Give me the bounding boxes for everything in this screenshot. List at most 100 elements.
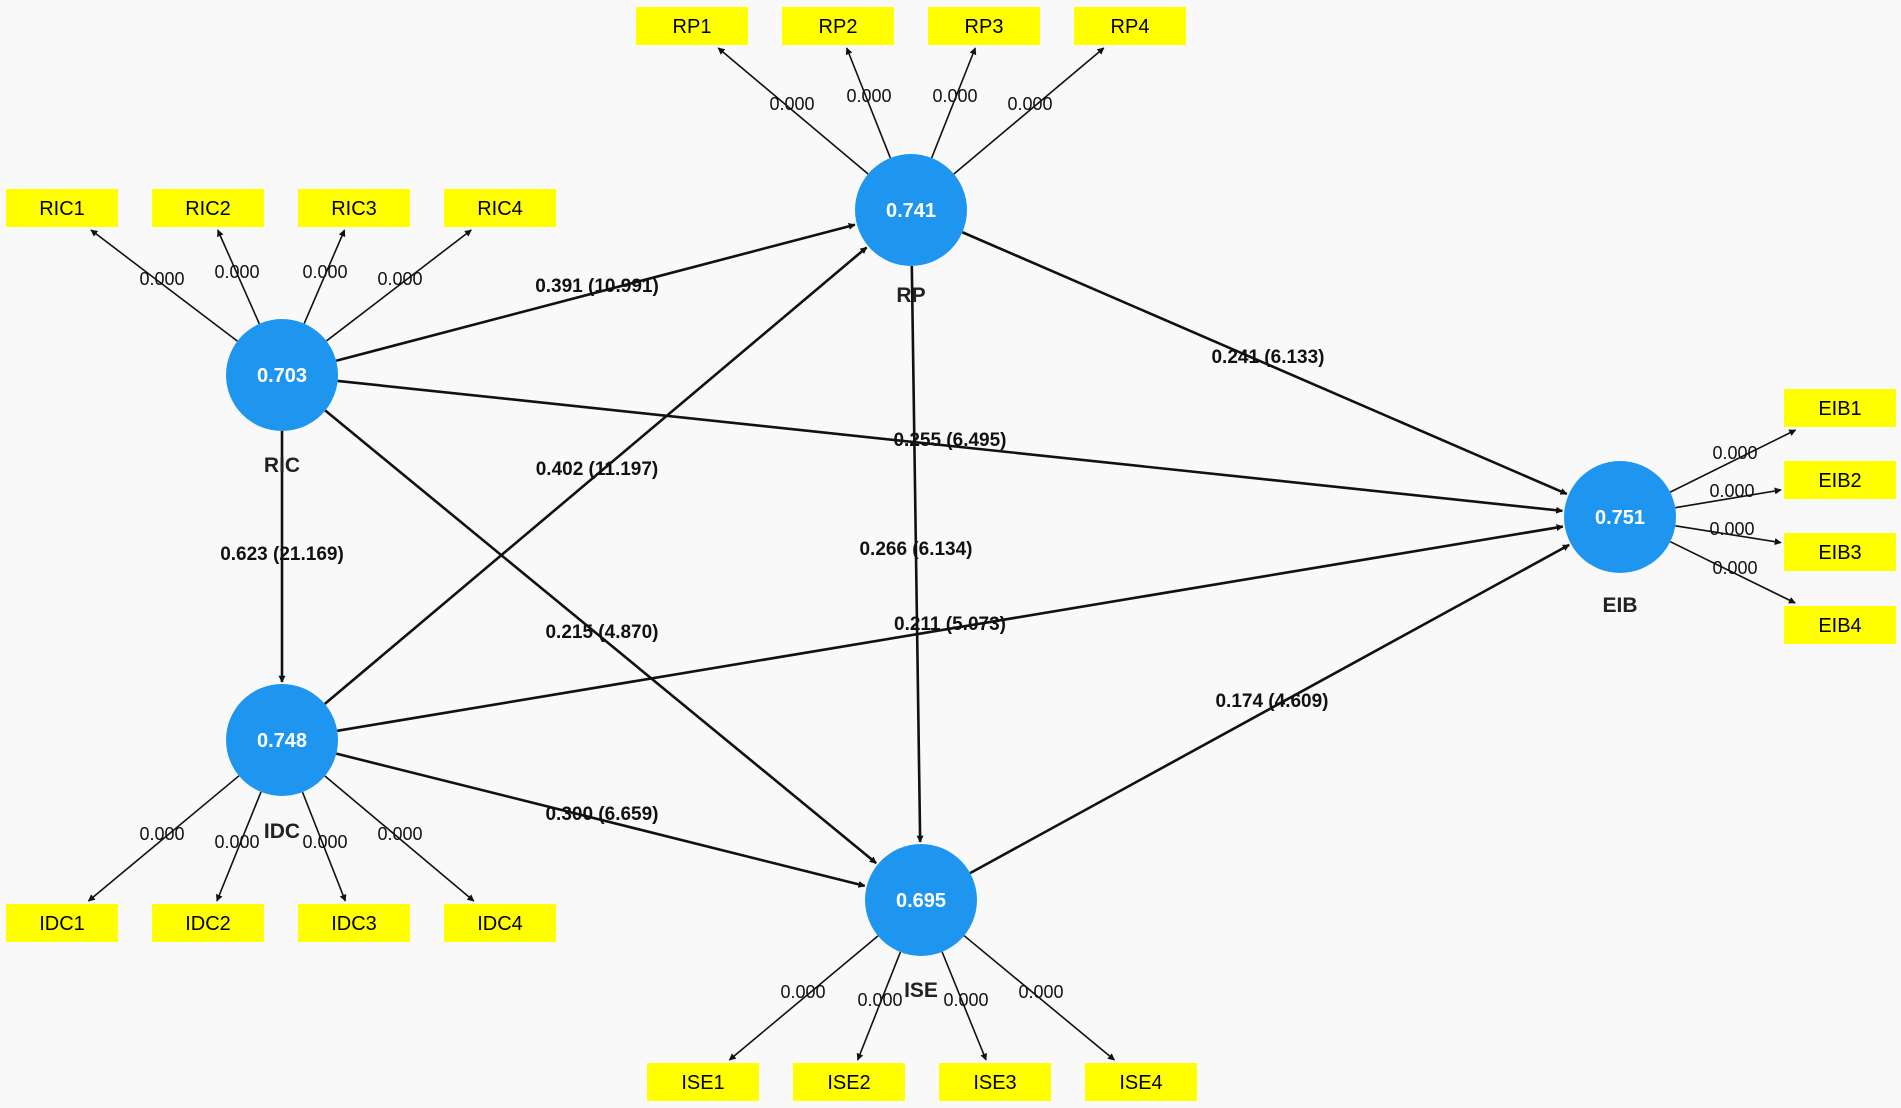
indicator-label: EIB4 — [1818, 615, 1861, 637]
construct-node-ric[interactable]: 0.703 — [226, 319, 338, 431]
loading-value: 0.000 — [1709, 481, 1754, 501]
indicator-label: IDC1 — [39, 913, 85, 935]
indicator-box-rp2[interactable]: RP2 — [782, 7, 894, 45]
indicator-label: RP1 — [673, 16, 712, 38]
indicator-rect — [1074, 7, 1186, 45]
loading-value: 0.000 — [302, 832, 347, 852]
indicator-rect — [6, 189, 118, 227]
path-arrow-rp-eib[interactable] — [961, 231, 1568, 496]
construct-r-squared: 0.751 — [1595, 507, 1645, 529]
path-arrow-ric-eib[interactable] — [337, 379, 1564, 514]
construct-node-eib[interactable]: 0.751 — [1564, 461, 1676, 573]
construct-name: RIC — [264, 454, 300, 477]
indicator-rect — [298, 189, 410, 227]
loading-value: 0.000 — [1712, 443, 1757, 463]
path-coefficient-label: 0.211 (5.073) — [894, 614, 1006, 635]
indicator-rect — [6, 904, 118, 942]
construct-name: ISE — [904, 979, 938, 1002]
loading-value: 0.000 — [1018, 982, 1063, 1002]
loading-arrow — [1675, 487, 1782, 509]
path-arrow-rp-ise[interactable] — [910, 265, 924, 843]
indicator-rect — [444, 904, 556, 942]
loading-value: 0.000 — [139, 824, 184, 844]
indicator-box-rp1[interactable]: RP1 — [636, 7, 748, 45]
construct-circle — [855, 154, 967, 266]
construct-circle — [1564, 461, 1676, 573]
indicator-label: RIC2 — [185, 198, 231, 220]
path-arrow-idc-rp[interactable] — [323, 246, 868, 705]
path-arrow-ric-rp[interactable] — [335, 222, 856, 363]
loading-arrow — [1669, 429, 1797, 493]
construct-node-idc[interactable]: 0.748 — [226, 684, 338, 796]
loading-value: 0.000 — [846, 86, 891, 106]
indicator-box-idc2[interactable]: IDC2 — [152, 904, 264, 942]
indicator-label: ISE4 — [1119, 1072, 1162, 1094]
indicator-label: RIC3 — [331, 198, 377, 220]
path-coefficient-label: 0.300 (6.659) — [545, 804, 658, 825]
indicator-box-ise2[interactable]: ISE2 — [793, 1063, 905, 1101]
indicator-box-ise3[interactable]: ISE3 — [939, 1063, 1051, 1101]
loading-arrow — [325, 229, 472, 342]
path-arrow-ric-ise[interactable] — [324, 409, 878, 865]
indicator-rect — [647, 1063, 759, 1101]
indicator-label: ISE1 — [681, 1072, 724, 1094]
loading-value: 0.000 — [139, 269, 184, 289]
loading-value: 0.000 — [857, 990, 902, 1010]
path-coefficient-label: 0.174 (4.609) — [1215, 691, 1328, 712]
indicator-box-ric2[interactable]: RIC2 — [152, 189, 264, 227]
indicator-label: RIC4 — [477, 198, 523, 220]
indicator-box-idc4[interactable]: IDC4 — [444, 904, 556, 942]
path-arrow-ise-eib[interactable] — [969, 543, 1570, 875]
loading-arrow — [87, 775, 240, 902]
indicator-label: RP4 — [1111, 16, 1150, 38]
loading-arrow — [324, 775, 475, 902]
construct-circle — [865, 844, 977, 956]
indicator-box-ise4[interactable]: ISE4 — [1085, 1063, 1197, 1101]
construct-circle — [226, 319, 338, 431]
indicator-box-idc1[interactable]: IDC1 — [6, 904, 118, 942]
indicator-box-rp3[interactable]: RP3 — [928, 7, 1040, 45]
indicator-box-ric1[interactable]: RIC1 — [6, 189, 118, 227]
construct-node-rp[interactable]: 0.741 — [855, 154, 967, 266]
indicator-box-eib1[interactable]: EIB1 — [1784, 389, 1896, 427]
indicator-label: IDC4 — [477, 913, 523, 935]
indicator-label: IDC3 — [331, 913, 377, 935]
path-coefficient-label: 0.391 (10.991) — [535, 276, 659, 297]
indicator-label: EIB3 — [1818, 542, 1861, 564]
indicator-box-ise1[interactable]: ISE1 — [647, 1063, 759, 1101]
indicator-label: RP3 — [965, 16, 1004, 38]
indicator-box-ric4[interactable]: RIC4 — [444, 189, 556, 227]
construct-name: EIB — [1602, 594, 1637, 617]
construct-r-squared: 0.741 — [886, 200, 936, 222]
indicator-box-idc3[interactable]: IDC3 — [298, 904, 410, 942]
indicator-rect — [444, 189, 556, 227]
indicator-box-eib4[interactable]: EIB4 — [1784, 606, 1896, 644]
loading-value: 0.000 — [943, 990, 988, 1010]
path-coefficient-label: 0.241 (6.133) — [1211, 347, 1324, 368]
indicator-label: IDC2 — [185, 913, 231, 935]
loading-arrow — [930, 47, 977, 159]
indicator-rect — [1784, 389, 1896, 427]
construct-name: RP — [896, 284, 925, 307]
indicator-rect — [1085, 1063, 1197, 1101]
loading-arrow — [90, 229, 238, 342]
path-coefficient-label: 0.402 (11.197) — [536, 459, 659, 480]
loading-value: 0.000 — [1709, 519, 1754, 539]
loading-value: 0.000 — [377, 824, 422, 844]
indicator-box-rp4[interactable]: RP4 — [1074, 7, 1186, 45]
loading-arrow — [717, 47, 869, 175]
indicator-box-ric3[interactable]: RIC3 — [298, 189, 410, 227]
loading-arrow — [856, 951, 902, 1061]
indicator-box-eib3[interactable]: EIB3 — [1784, 533, 1896, 571]
construct-node-ise[interactable]: 0.695 — [865, 844, 977, 956]
indicator-label: RIC1 — [39, 198, 85, 220]
indicator-box-eib2[interactable]: EIB2 — [1784, 461, 1896, 499]
loading-arrow — [953, 47, 1105, 175]
loading-value: 0.000 — [932, 86, 977, 106]
indicator-rect — [793, 1063, 905, 1101]
loading-value: 0.000 — [1007, 94, 1052, 114]
path-arrow-idc-eib[interactable] — [337, 524, 1564, 733]
indicator-rect — [152, 904, 264, 942]
construct-circle — [226, 684, 338, 796]
path-arrow-idc-ise[interactable] — [336, 752, 866, 888]
